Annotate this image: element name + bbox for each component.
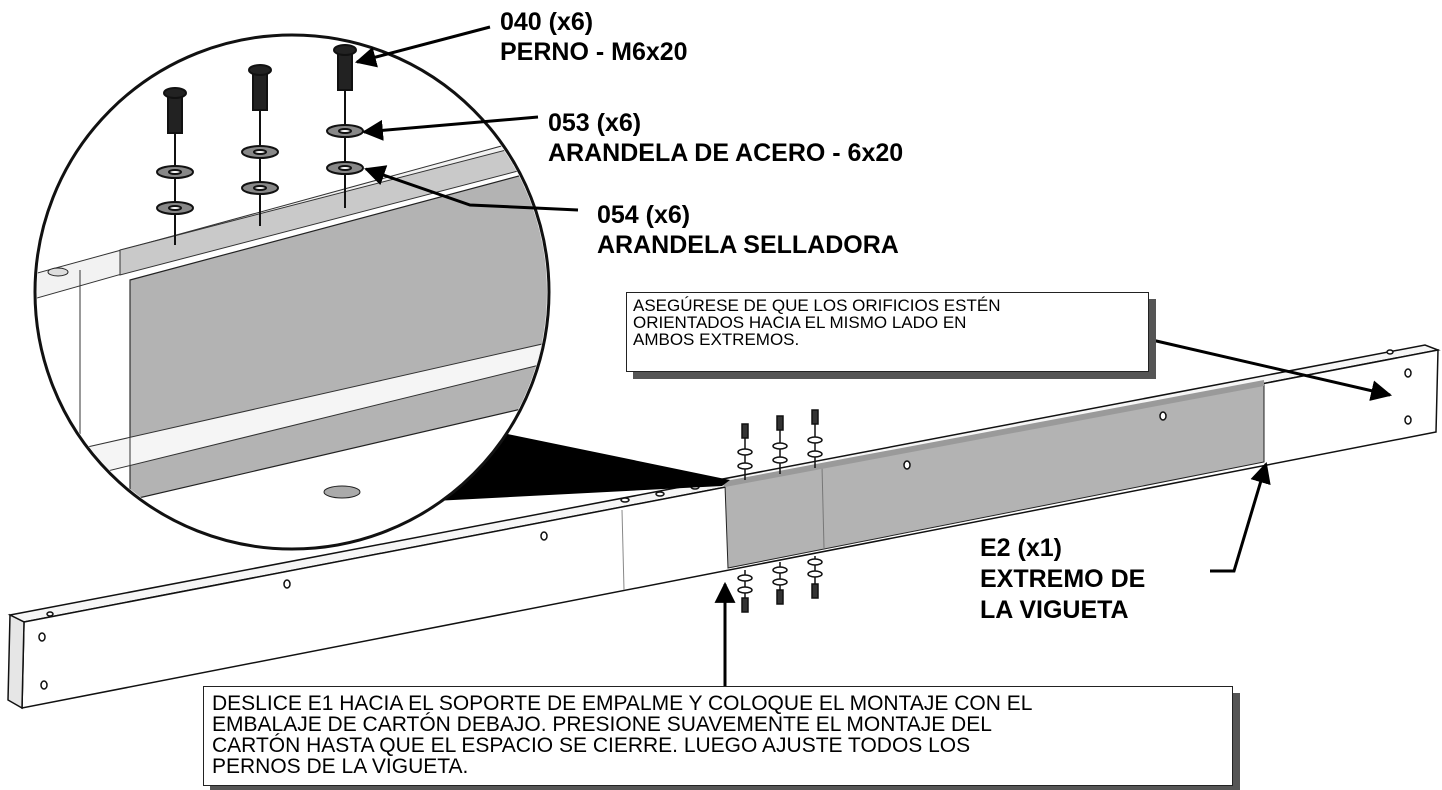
orientation-note: ASEGÚRESE DE QUE LOS ORIFICIOS ESTÉN ORI… bbox=[626, 292, 1149, 372]
magnifier-detail bbox=[33, 33, 551, 551]
instructions-note-line: CARTÓN HASTA QUE EL ESPACIO SE CIERRE. L… bbox=[212, 734, 971, 757]
part-053-name: ARANDELA DE ACERO - 6x20 bbox=[548, 139, 904, 167]
bolt-stacks bbox=[737, 409, 823, 613]
part-040-code: 040 (x6) bbox=[500, 8, 594, 36]
part-e2-label: E2 (x1) EXTREMO DE LA VIGUETA bbox=[980, 533, 1145, 626]
part-e2-name-line1: EXTREMO DE bbox=[980, 565, 1146, 593]
part-040-label: 040 (x6) PERNO - M6x20 bbox=[500, 7, 688, 67]
instructions-note-line: PERNOS DE LA VIGUETA. bbox=[212, 755, 469, 778]
part-054-name: ARANDELA SELLADORA bbox=[597, 231, 899, 259]
instructions-note-line: EMBALAJE DE CARTÓN DEBAJO. PRESIONE SUAV… bbox=[212, 713, 992, 736]
part-054-code: 054 (x6) bbox=[597, 201, 691, 229]
part-053-code: 053 (x6) bbox=[548, 109, 642, 137]
leader-arrows bbox=[354, 25, 1393, 686]
part-054-label: 054 (x6) ARANDELA SELLADORA bbox=[597, 200, 899, 260]
instructions-note-line: DESLICE E1 HACIA EL SOPORTE DE EMPALME Y… bbox=[212, 692, 1033, 715]
orientation-note-line: ORIENTADOS HACIA EL MISMO LADO EN bbox=[633, 313, 967, 332]
part-e2-code: E2 (x1) bbox=[980, 534, 1062, 562]
orientation-note-line: ASEGÚRESE DE QUE LOS ORIFICIOS ESTÉN bbox=[633, 296, 1001, 315]
beam-holes bbox=[38, 349, 1412, 690]
orientation-note-line: AMBOS EXTREMOS. bbox=[633, 330, 800, 349]
part-053-label: 053 (x6) ARANDELA DE ACERO - 6x20 bbox=[548, 108, 903, 168]
part-040-name: PERNO - M6x20 bbox=[500, 38, 688, 66]
instructions-note: DESLICE E1 HACIA EL SOPORTE DE EMPALME Y… bbox=[203, 686, 1233, 786]
part-e2-name-line2: LA VIGUETA bbox=[980, 596, 1129, 624]
